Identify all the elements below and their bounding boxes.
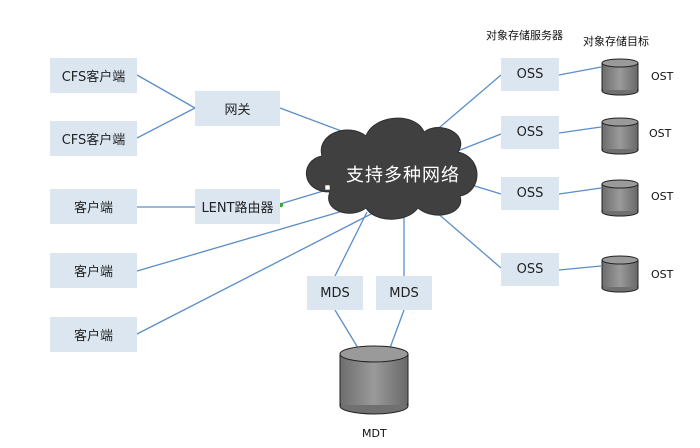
network-cloud-label: 支持多种网络: [346, 165, 460, 186]
mdt-label: MDT: [362, 427, 387, 440]
link-cloud-oss2: [454, 133, 502, 153]
ost-cylinder-1: [601, 58, 639, 96]
link-oss3-ost3: [558, 187, 602, 195]
ost-cylinder-4: [601, 255, 639, 293]
link-cloud-mds1: [334, 211, 368, 277]
ost-cylinder-2: [601, 117, 639, 155]
link-oss1-ost1: [558, 66, 602, 76]
cfs-client-box-1: CFS客户端: [50, 58, 137, 93]
link-cfs2-gateway: [136, 107, 196, 139]
link-mds2-mdt: [389, 309, 405, 349]
link-oss2-ost2: [558, 126, 602, 134]
link-cloud-oss1: [432, 74, 502, 134]
link-mds1-mdt: [334, 309, 359, 349]
oss-box-4: OSS: [501, 253, 559, 286]
ost-label-1: OST: [651, 70, 674, 83]
lent-router-box: LENT路由器: [195, 189, 280, 224]
link-cfs1-gateway: [136, 74, 196, 109]
ost-label-4: OST: [651, 268, 674, 281]
client-box-4: 客户端: [50, 253, 137, 288]
oss-box-3: OSS: [501, 177, 559, 210]
client-box-3: 客户端: [50, 189, 137, 224]
mds-box-2: MDS: [376, 276, 432, 310]
link-client5-cloud: [136, 211, 376, 335]
connection-lines: [136, 66, 602, 349]
client-box-5: 客户端: [50, 317, 137, 352]
network-cloud: [306, 117, 478, 220]
gateway-box: 网关: [195, 91, 280, 126]
link-client4-cloud: [136, 205, 361, 272]
cloud-shape: [306, 117, 478, 220]
oss-server-header: 对象存储服务器: [486, 29, 563, 42]
cfs-client-box-2: CFS客户端: [50, 121, 137, 156]
mdt-cylinder: [339, 345, 409, 415]
ost-cylinder-3: [601, 179, 639, 217]
ost-label-3: OST: [651, 190, 674, 203]
ost-cylinders: [601, 58, 639, 293]
ost-label-2: OST: [649, 127, 672, 140]
link-oss4-ost4: [558, 265, 602, 271]
mds-box-1: MDS: [307, 276, 363, 310]
ost-target-header: 对象存储目标: [583, 35, 649, 48]
oss-box-1: OSS: [501, 58, 559, 91]
cloud-port-marker: [324, 184, 331, 191]
oss-box-2: OSS: [501, 116, 559, 149]
